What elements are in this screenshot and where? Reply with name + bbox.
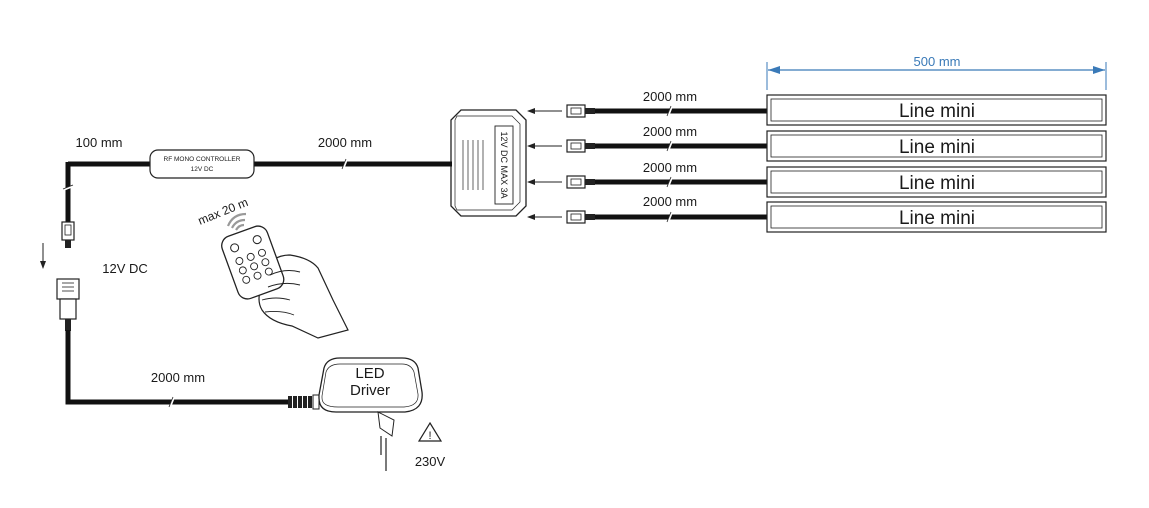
strip-row-3: 2000 mm Line mini [527, 160, 1107, 198]
plug-connector [566, 175, 595, 189]
driver-label-line2: Driver [350, 382, 390, 399]
remote-control: max 20 m [196, 195, 349, 339]
inline-connector-top [61, 221, 75, 248]
distributor-rating: 12V DC MAX 3A [499, 131, 509, 198]
led-strip [766, 94, 1107, 126]
left-lead: 100 mm 12V DC [40, 135, 148, 331]
cable-length-label: 2000 mm [643, 194, 697, 209]
cable-length-label: 2000 mm [643, 160, 697, 175]
strip-label: Line mini [899, 208, 975, 229]
remote-range-label: max 20 m [196, 195, 250, 228]
driver-label-line1: LED [355, 365, 384, 382]
strip-label: Line mini [899, 101, 975, 122]
controller-title: RF MONO CONTROLLER [164, 156, 241, 163]
cable-length-label: 2000 mm [643, 124, 697, 139]
led-strip [766, 130, 1107, 162]
cable-length-label: 2000 mm [643, 89, 697, 104]
cable-length-label: 2000 mm [318, 135, 372, 150]
controller-subtitle: 12V DC [191, 166, 214, 173]
led-strip [766, 166, 1107, 198]
cable-length-label: 2000 mm [151, 370, 205, 385]
cable-controller-distributor: 2000 mm [254, 135, 452, 170]
svg-text:!: ! [428, 430, 431, 442]
wireless-signal-icon [226, 212, 247, 231]
strain-relief [288, 394, 320, 410]
lead-length-label: 100 mm [76, 135, 123, 150]
rf-controller: RF MONO CONTROLLER 12V DC [68, 149, 255, 179]
cable-driver: 2000 mm [65, 330, 290, 408]
voltage-label: 12V DC [102, 261, 148, 276]
led-strip [766, 201, 1107, 233]
distributor-box: 12V DC MAX 3A [450, 109, 527, 217]
plug-connector [566, 104, 595, 118]
strip-label: Line mini [899, 173, 975, 194]
dimension-label: 500 mm [914, 54, 961, 69]
mains-plug-icon [377, 411, 395, 471]
inline-connector-bottom [56, 278, 80, 331]
plug-connector [566, 210, 595, 224]
strip-label: Line mini [899, 137, 975, 158]
warning-triangle-icon: ! [417, 421, 443, 442]
dimension-500mm: 500 mm [766, 54, 1107, 90]
strip-row-1: 2000 mm Line mini [527, 89, 1107, 126]
led-driver: LED Driver [288, 357, 423, 471]
mains-voltage-label: 230V [415, 454, 446, 469]
plug-connector [566, 139, 595, 153]
strip-row-4: 2000 mm Line mini [527, 194, 1107, 233]
strip-row-2: 2000 mm Line mini [527, 124, 1107, 162]
